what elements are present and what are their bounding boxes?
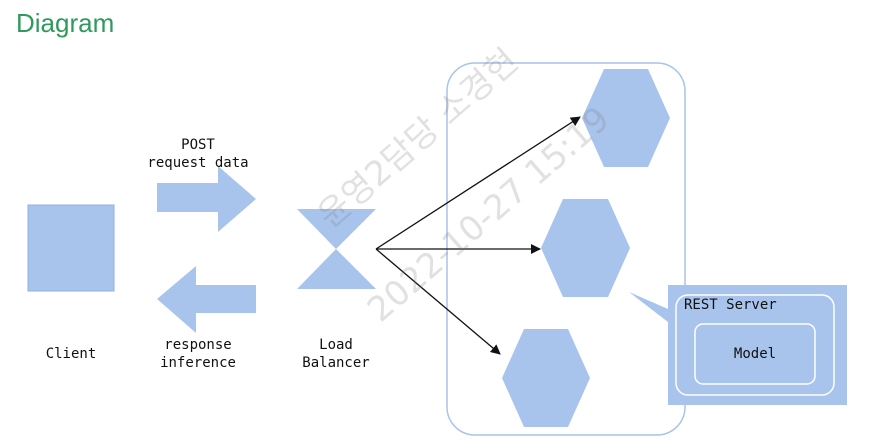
route-arrow-bottom: [375, 248, 501, 355]
rest-server-callout: [629, 285, 847, 405]
load-balancer-shape-lower: [297, 249, 376, 289]
rest-server-label: REST Server: [684, 297, 777, 313]
request-arrow: [157, 166, 256, 232]
response-label: response inference: [160, 337, 236, 371]
load-balancer-label: Load Balancer: [302, 337, 370, 371]
request-label: POST request data: [147, 137, 249, 171]
response-arrow: [157, 266, 256, 333]
server-node-bottom: [502, 329, 590, 427]
server-node-middle: [541, 199, 630, 297]
rest-server-frame: [675, 294, 835, 396]
model-label: Model: [733, 346, 777, 362]
diagram-title: Diagram: [16, 8, 115, 38]
client-label: Client: [45, 346, 97, 362]
route-arrow-top: [375, 116, 581, 250]
server-node-top: [582, 69, 670, 167]
model-frame: [694, 323, 816, 385]
load-balancer-shape: [297, 209, 376, 249]
client-box: [27, 204, 115, 292]
